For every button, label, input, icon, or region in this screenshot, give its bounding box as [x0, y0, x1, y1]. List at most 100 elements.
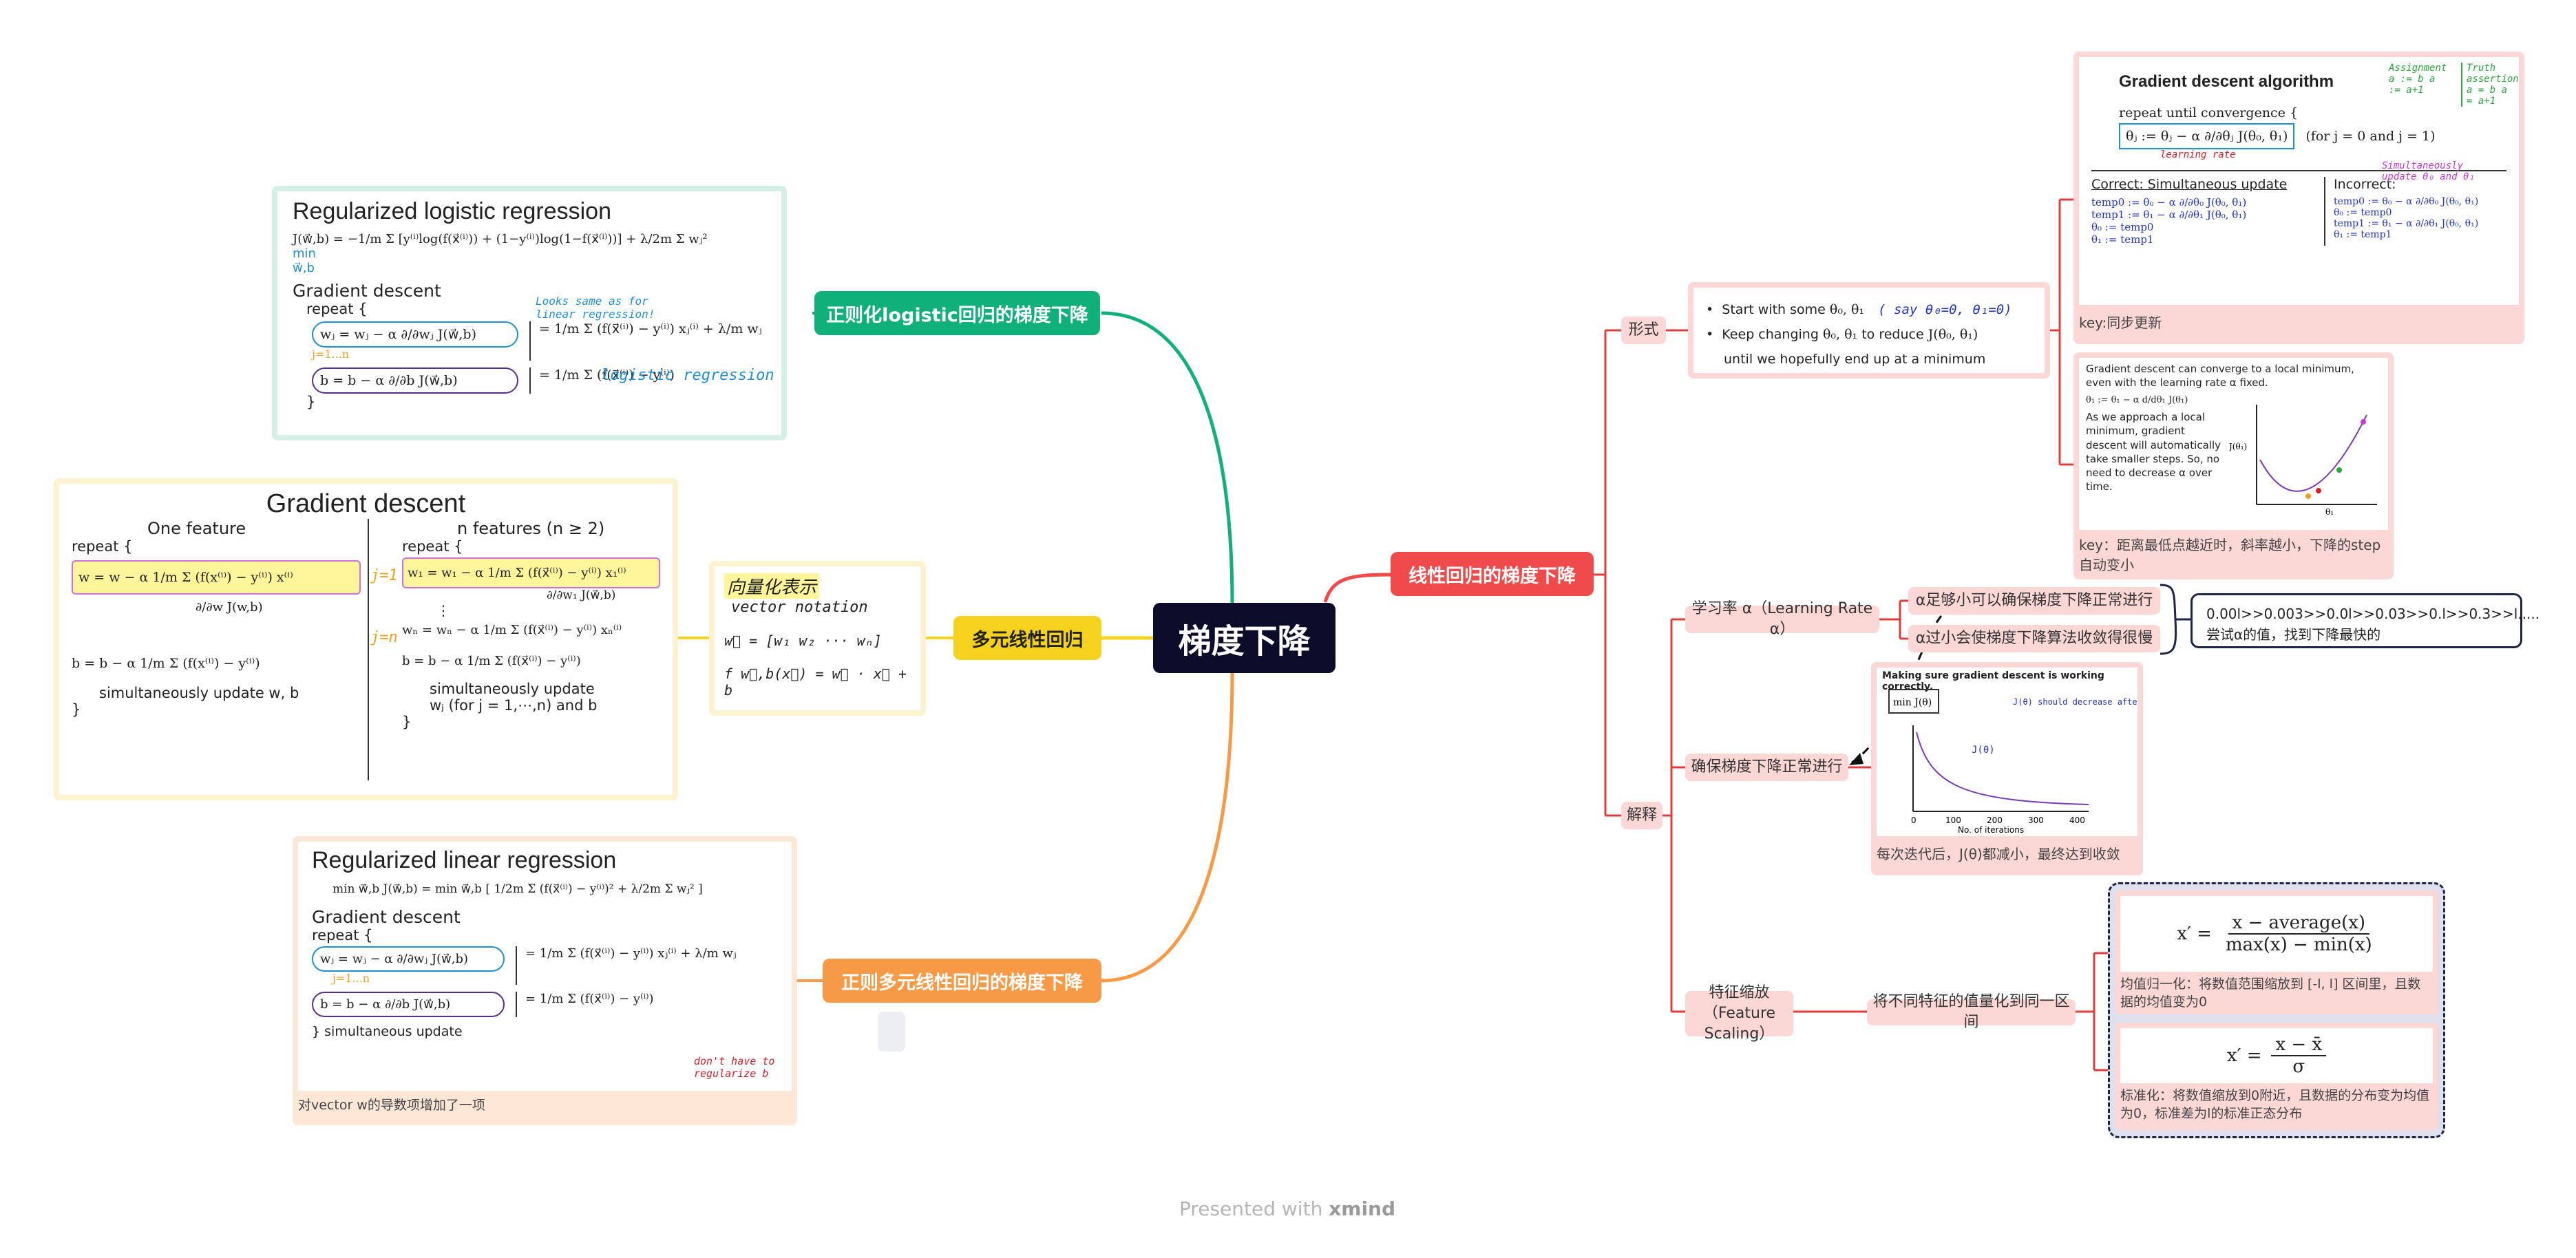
iteration-card: Making sure gradient descent is working …	[1871, 662, 2143, 875]
lr-large-node[interactable]: α过小会使梯度下降算法收敛得很慢	[1908, 625, 2160, 652]
explain-node[interactable]: 解释	[1621, 802, 1662, 829]
vector-card: 向量化表示 vector notation w⃗ = [w₁ w₂ ··· wₙ…	[709, 561, 926, 716]
central-topic-label: 梯度下降	[1178, 622, 1311, 661]
scaling-node[interactable]: 特征缩放 （Feature Scaling）	[1685, 984, 1793, 1043]
converge-text2: As we approach a local minimum, gradient…	[2086, 411, 2221, 493]
intro-card: • Start with some θ₀, θ₁ ( say θ₀=0, θ₁=…	[1688, 282, 2050, 379]
reg-linear-b-update: b = b − α ∂/∂b J(w⃗,b)	[312, 992, 505, 1017]
scaling-desc-node[interactable]: 将不同特征的值量化到同一区间	[1867, 993, 2076, 1031]
lr-small-node[interactable]: α足够小可以确保梯度下降正常进行	[1908, 587, 2160, 615]
reg-logistic-note2: logistic regression	[601, 367, 774, 384]
algo-repeat: repeat until convergence {	[2119, 105, 2299, 120]
algo-correct-0: temp0 := θ₀ − α ∂/∂θ₀ J(θ₀, θ₁)	[2091, 196, 2247, 209]
reg-linear-title: Regularized linear regression	[312, 847, 617, 873]
scaling-label: 特征缩放 （Feature Scaling）	[1702, 984, 1776, 1043]
algo-correct-3: θ₁ := temp1	[2091, 233, 2154, 246]
connector-lr-subs	[1879, 599, 1908, 640]
lr-callout-line1: 0.00l>>0.003>>0.0l>>0.03>>0.l>>0.3>>l...…	[2206, 606, 2540, 622]
multi-jn: j=n	[370, 629, 398, 646]
reg-logistic-card: Regularized logistic regression J(w⃗,b) …	[272, 186, 787, 440]
reg-logistic-b-deriv: = 1/m Σ (f(x⃗⁽ⁱ⁾) − y⁽ⁱ⁾)	[539, 367, 675, 383]
mean-norm-lhs: x′ =	[2177, 924, 2212, 944]
reg-linear-repeat: repeat {	[312, 927, 373, 944]
reg-logistic-gd-label: Gradient descent	[293, 281, 441, 301]
dashed-arrow-head	[1849, 753, 1864, 765]
iteration-min-label: min J(θ)	[1893, 697, 1932, 708]
reg-linear-w-update: wⱼ = wⱼ − α ∂/∂wⱼ J(w⃗,b)	[312, 946, 505, 972]
reg-logistic-j-range: j=1...n	[312, 348, 350, 361]
iteration-tick-400: 400	[2069, 815, 2085, 825]
reg-logistic-close: }	[306, 394, 316, 410]
central-topic[interactable]: 梯度下降	[1153, 603, 1335, 673]
algo-update: θⱼ := θⱼ − α ∂/∂θⱼ J(θ₀, θ₁)	[2119, 123, 2295, 149]
footer-watermark: Presented with xmind	[1115, 1197, 1459, 1220]
iteration-x-label: No. of iterations	[1958, 825, 2024, 835]
multi-w-one: w = w − α 1/m Σ (f(x⁽ⁱ⁾) − y⁽ⁱ⁾) x⁽ⁱ⁾	[72, 560, 361, 595]
intro-line3: until we hopefully end up at a minimum	[1724, 352, 1986, 367]
converge-text1: Gradient descent can converge to a local…	[2086, 363, 2354, 390]
multi-wn-n: wₙ = wₙ − α 1/m Σ (f(x⃗⁽ⁱ⁾) − y⁽ⁱ⁾) xₙ⁽ⁱ…	[402, 623, 622, 637]
multi-j1: j=1	[370, 567, 398, 584]
connector-central-linear	[1323, 573, 1391, 603]
reg-linear-note: don't have to regularize b	[694, 1055, 775, 1080]
branch-reg-linear[interactable]: 正则多元线性回归的梯度下降	[823, 959, 1101, 1003]
multi-sim-n2: wⱼ (for j = 1,⋯,n) and b	[430, 697, 598, 714]
reg-logistic-w-update: wⱼ = wⱼ − α ∂/∂wⱼ J(w⃗,b)	[312, 321, 518, 348]
std-lhs: x′ =	[2226, 1045, 2262, 1066]
iteration-note: J(θ) should decrease after every iterati…	[2013, 697, 2137, 707]
multi-w1-deriv: ∂/∂w₁ J(w⃗,b)	[547, 588, 616, 602]
branch-multi-linear[interactable]: 多元线性回归	[953, 616, 1101, 660]
algo-lr-note: learning rate	[2160, 149, 2236, 160]
multi-b-one: b = b − α 1/m Σ (f(x⁽ⁱ⁾) − y⁽ⁱ⁾)	[72, 656, 260, 671]
algo-for-clause: (for j = 0 and j = 1)	[2305, 129, 2436, 144]
learning-rate-node[interactable]: 学习率 α（Learning Rate α）	[1685, 600, 1879, 638]
reg-linear-cost: min w⃗,b J(w⃗,b) = min w⃗,b [ 1/2m Σ (f(…	[332, 882, 703, 896]
multi-w-one-deriv: ∂/∂w J(w,b)	[196, 600, 263, 615]
lr-callout[interactable]: 0.00l>>0.003>>0.0l>>0.03>>0.l>>0.3>>l...…	[2190, 593, 2540, 648]
converge-axis-y: J(θ₁)	[2229, 442, 2247, 451]
connector-desc-formulas	[2076, 952, 2112, 1072]
reg-logistic-b-update: b = b − α ∂/∂b J(w⃗,b)	[312, 367, 518, 394]
iteration-tick-100: 100	[1945, 815, 1961, 825]
reg-logistic-w-deriv: = 1/m Σ (f(x⃗⁽ⁱ⁾) − y⁽ⁱ⁾) xⱼ⁽ⁱ⁾ + λ/m wⱼ	[539, 321, 762, 337]
algo-incorrect-0: temp0 := θ₀ − α ∂/∂θ₀ J(θ₀, θ₁)	[2334, 196, 2479, 207]
multi-w1-n: w₁ = w₁ − α 1/m Σ (f(x⃗⁽ⁱ⁾) − y⁽ⁱ⁾) x₁⁽ⁱ…	[402, 557, 660, 588]
std-den: σ	[2292, 1056, 2305, 1077]
converge-plot: J(θ₁) θ₁	[2229, 404, 2377, 515]
branch-multi-linear-label: 多元线性回归	[971, 629, 1084, 651]
multi-one-feature: One feature	[147, 519, 246, 538]
multi-gd-card: Gradient descent One feature repeat { w …	[54, 478, 678, 800]
branch-reg-logistic[interactable]: 正则化logistic回归的梯度下降	[814, 291, 1100, 335]
algo-caption: key:同步更新	[2079, 314, 2162, 331]
iteration-caption: 每次迭代后，J(θ)都减小，最终达到收敛	[1877, 846, 2120, 862]
multi-close-one: }	[72, 701, 81, 718]
algo-correct-2: θ₀ := temp0	[2091, 221, 2154, 233]
intro-line2: • Keep changing θ₀, θ₁ to reduce J(θ₀, θ…	[1706, 327, 1978, 343]
collapsed-placeholder[interactable]	[878, 1012, 905, 1052]
ensure-node[interactable]: 确保梯度下降正常进行	[1685, 754, 1848, 781]
mean-norm-num: x − average(x)	[2228, 913, 2370, 935]
form-node-label: 形式	[1628, 321, 1659, 339]
mean-norm-caption: 均值归一化：将数值范围缩放到 [-l, l] 区间里，且数据的均值变为0	[2120, 977, 2421, 1010]
vector-subtitle: vector notation	[731, 599, 868, 616]
algo-correct-title: Correct: Simultaneous update	[2091, 177, 2288, 192]
multi-close-n: }	[402, 714, 412, 730]
scaling-desc-label: 将不同特征的值量化到同一区间	[1872, 993, 2070, 1031]
connector-central-logistic	[1101, 311, 1234, 606]
explain-node-label: 解释	[1626, 807, 1657, 824]
algo-truth-note: Truth assertion a = b a = a+1	[2461, 63, 2519, 107]
multi-sim-one: simultaneously update w, b	[99, 685, 299, 701]
multi-dots: ⋮	[436, 602, 450, 619]
connector-explain-children	[1662, 618, 1685, 1013]
branch-linear-gd-label: 线性回归的梯度下降	[1408, 565, 1576, 587]
form-node[interactable]: 形式	[1621, 317, 1666, 344]
std-num: x − x̄	[2271, 1034, 2327, 1056]
multi-repeat-one: repeat {	[72, 538, 133, 555]
multi-b-n: b = b − α 1/m Σ (f(x⃗⁽ⁱ⁾) − y⁽ⁱ⁾)	[402, 654, 581, 668]
reg-linear-j-range: j=1...n	[332, 972, 370, 985]
reg-logistic-min: min w⃗,b	[293, 246, 316, 275]
reg-linear-gd-label: Gradient descent	[312, 907, 461, 927]
reg-linear-w-deriv: = 1/m Σ (f(x⃗⁽ⁱ⁾) − y⁽ⁱ⁾) xⱼ⁽ⁱ⁾ + λ/m wⱼ	[525, 946, 737, 961]
branch-linear-gd[interactable]: 线性回归的梯度下降	[1391, 552, 1594, 596]
multi-sim-n: simultaneously update	[430, 681, 595, 697]
